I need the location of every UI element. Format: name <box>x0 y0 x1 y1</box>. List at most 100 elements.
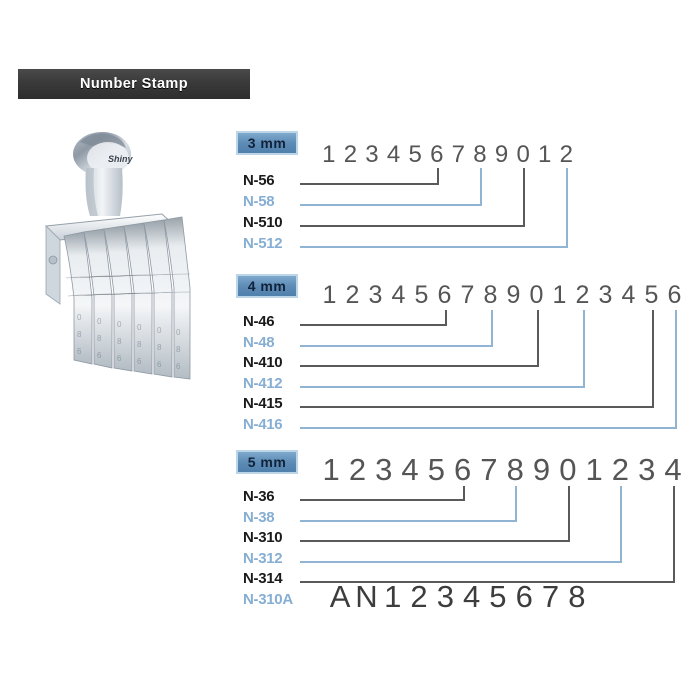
ruler-digit: 0 <box>516 141 530 168</box>
svg-text:0: 0 <box>117 320 122 329</box>
model-label-N-412: N-412 <box>243 374 283 392</box>
ruler-digit: 7 <box>451 141 466 168</box>
size-badge: 4 mm <box>236 274 298 298</box>
svg-text:8: 8 <box>117 337 122 346</box>
ruler-digit: 3 <box>598 281 613 309</box>
alt-character: 7 <box>541 578 560 614</box>
leader-line-N-410 <box>300 310 539 367</box>
svg-text:6: 6 <box>157 360 162 369</box>
alt-character: 3 <box>436 578 454 614</box>
ruler-digit: 4 <box>386 141 401 168</box>
svg-text:8: 8 <box>176 345 181 354</box>
leader-vertical <box>444 310 447 326</box>
leader-line-N-415 <box>300 310 654 408</box>
leader-horizontal <box>300 365 537 367</box>
ruler-digit: 6 <box>430 141 444 168</box>
model-label-N-415: N-415 <box>243 395 283 412</box>
leader-line-N-314 <box>300 486 676 583</box>
model-label-N-56: N-56 <box>243 172 275 189</box>
leader-line-N-312 <box>300 486 623 563</box>
ruler-digit: 3 <box>365 141 379 168</box>
leader-line-N-416 <box>300 310 677 429</box>
leader-vertical <box>582 310 585 388</box>
svg-text:0: 0 <box>77 313 82 322</box>
svg-text:0: 0 <box>137 323 142 332</box>
svg-text:Shiny: Shiny <box>108 154 133 164</box>
alt-character: A <box>329 578 351 614</box>
size-badge: 5 mm <box>236 450 298 474</box>
ruler-digit: 8 <box>473 141 487 168</box>
model-label-N-410: N-410 <box>243 354 283 371</box>
ruler-digit: 9 <box>506 281 521 309</box>
leader-horizontal <box>300 540 568 542</box>
svg-text:0: 0 <box>176 328 181 337</box>
model-label-N-46: N-46 <box>243 313 275 330</box>
ruler-digit: 1 <box>585 452 603 487</box>
svg-text:8: 8 <box>137 340 142 349</box>
svg-text:6: 6 <box>176 362 181 371</box>
leader-line-N-56 <box>300 168 439 185</box>
ruler-digit: 6 <box>437 281 452 309</box>
ruler-digit: 1 <box>322 141 336 168</box>
leader-vertical <box>436 168 439 185</box>
alt-character: 6 <box>515 578 533 614</box>
ruler-digit: 4 <box>621 281 636 309</box>
ruler-digit: 3 <box>375 452 393 487</box>
leader-horizontal <box>300 385 583 388</box>
ruler-digit: 2 <box>559 141 573 168</box>
ruler-digit: 0 <box>529 281 544 309</box>
leader-horizontal <box>300 344 491 347</box>
leader-horizontal <box>300 426 675 429</box>
ruler-digit: 8 <box>506 452 524 487</box>
leader-horizontal <box>300 581 674 583</box>
ruler-digit: 3 <box>638 452 656 487</box>
svg-text:6: 6 <box>117 354 122 363</box>
ruler-digit: 7 <box>480 452 498 487</box>
leader-line-N-412 <box>300 310 585 388</box>
page-title: Number Stamp <box>80 76 188 92</box>
leader-vertical <box>480 168 482 206</box>
leader-horizontal <box>300 499 463 501</box>
alt-character: 1 <box>384 578 402 614</box>
leader-vertical <box>674 310 677 429</box>
alt-character: 2 <box>410 578 428 614</box>
ruler-digit: 3 <box>368 281 383 309</box>
ruler-digit: 0 <box>559 452 577 487</box>
ruler-digit: 5 <box>408 141 422 168</box>
ruler-digit: 6 <box>454 452 472 487</box>
model-label-N-36: N-36 <box>243 488 275 505</box>
leader-vertical <box>651 310 654 408</box>
ruler-digit: 2 <box>575 281 590 309</box>
svg-text:6: 6 <box>97 351 102 360</box>
page-header-banner: Number Stamp <box>18 69 252 99</box>
leader-line-N-36 <box>300 486 465 501</box>
leader-horizontal <box>300 406 652 408</box>
model-label-N-310: N-310 <box>243 529 283 546</box>
svg-text:0: 0 <box>157 326 162 335</box>
size-badge: 3 mm <box>236 131 298 155</box>
ruler-digit: 2 <box>345 281 360 309</box>
model-label-N-416: N-416 <box>243 415 283 433</box>
ruler-digit: 9 <box>532 452 551 487</box>
model-label-N-314: N-314 <box>243 570 283 587</box>
leader-horizontal <box>300 324 445 326</box>
leader-vertical <box>673 486 676 583</box>
leader-vertical <box>566 168 569 248</box>
model-label-N-48: N-48 <box>243 333 275 351</box>
leader-vertical <box>523 168 526 227</box>
ruler-digit: 4 <box>664 452 682 487</box>
ruler-digit: 4 <box>401 452 419 487</box>
svg-text:6: 6 <box>137 357 142 366</box>
leader-horizontal <box>300 204 480 206</box>
model-label-N-38: N-38 <box>243 508 275 526</box>
leader-horizontal <box>300 183 437 185</box>
ruler-digit: 1 <box>552 281 567 309</box>
svg-text:8: 8 <box>157 343 162 352</box>
svg-text:8: 8 <box>97 334 102 343</box>
leader-horizontal <box>300 560 621 563</box>
ruler-digit: 6 <box>667 281 682 309</box>
